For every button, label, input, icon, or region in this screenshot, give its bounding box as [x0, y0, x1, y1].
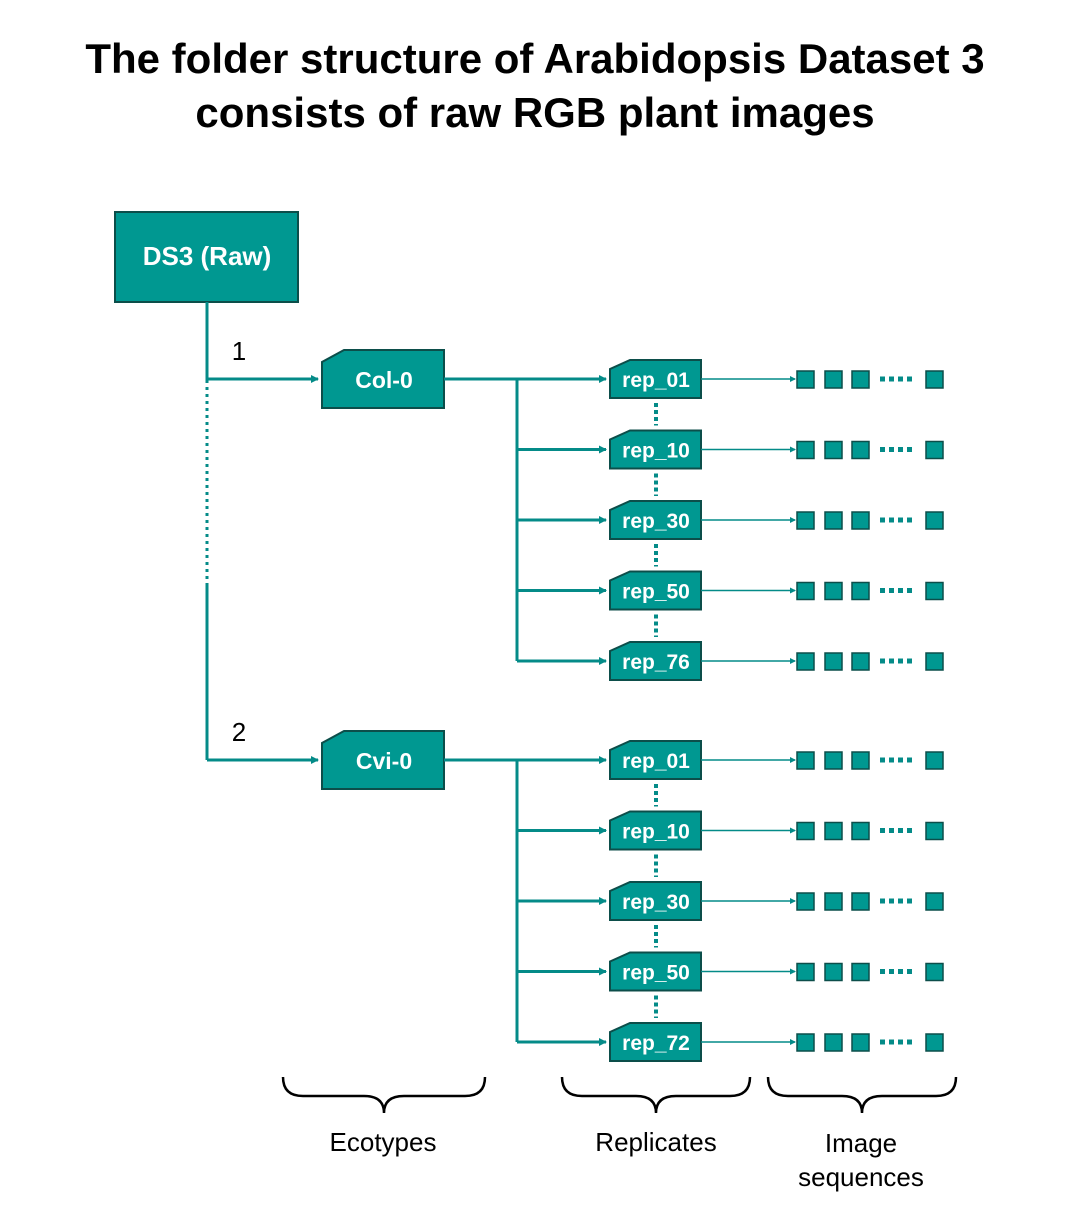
image-square [851, 962, 870, 982]
image-square [824, 892, 843, 911]
image-square [796, 892, 815, 911]
image-square [796, 751, 815, 770]
image-square [824, 1033, 843, 1052]
replicate-folder-box [609, 641, 702, 681]
image-square [796, 370, 815, 389]
image-square [824, 652, 843, 671]
page-title: The folder structure of Arabidopsis Data… [0, 32, 1070, 140]
ecotype-number: 2 [232, 717, 246, 747]
title-line-2: consists of raw RGB plant images [195, 89, 875, 136]
image-square [824, 581, 843, 601]
image-square [824, 821, 843, 841]
replicate-folder-label: rep_01 [622, 369, 690, 392]
replicate-folder-box [609, 500, 702, 540]
image-square [925, 821, 944, 841]
title-line-1: The folder structure of Arabidopsis Data… [85, 35, 985, 82]
image-square [796, 511, 815, 530]
image-square [851, 892, 870, 911]
image-square [851, 440, 870, 460]
replicates-brace [560, 1076, 752, 1114]
image-square [925, 751, 944, 770]
image-square [824, 370, 843, 389]
image-square [925, 652, 944, 671]
image-sequences-label-line2: sequences [798, 1162, 924, 1192]
replicate-folder-label: rep_30 [622, 891, 690, 914]
image-square [925, 962, 944, 982]
image-square [824, 511, 843, 530]
image-square [824, 751, 843, 770]
replicate-folder-box [609, 1022, 702, 1062]
replicate-folder-box [609, 740, 702, 780]
image-square [796, 1033, 815, 1052]
replicate-folder-label: rep_72 [622, 1032, 690, 1055]
image-square [925, 892, 944, 911]
image-square [851, 821, 870, 841]
image-square [824, 440, 843, 460]
replicate-folder-label: rep_50 [622, 962, 690, 985]
image-sequences-brace [766, 1076, 958, 1114]
image-square [851, 652, 870, 671]
replicate-folder-box [609, 429, 702, 470]
ecotype-folder-box [321, 349, 445, 409]
ecotype-folder-box [321, 730, 445, 790]
image-square [925, 1033, 944, 1052]
image-square [851, 751, 870, 770]
root-folder-label: DS3 (Raw) [143, 241, 272, 271]
image-square [925, 581, 944, 601]
ecotype-folder-label: Cvi-0 [356, 748, 412, 774]
replicate-folder-label: rep_10 [622, 440, 690, 463]
replicate-folder-box [609, 359, 702, 399]
replicate-folder-box [609, 951, 702, 992]
ecotype-folder-label: Col-0 [355, 367, 413, 393]
ecotypes-label: Ecotypes [330, 1127, 437, 1157]
image-square [796, 962, 815, 982]
image-square [851, 370, 870, 389]
image-square [796, 440, 815, 460]
image-square [796, 821, 815, 841]
image-square [851, 511, 870, 530]
replicate-folder-label: rep_30 [622, 510, 690, 533]
replicate-folder-box [609, 881, 702, 921]
replicate-folder-label: rep_50 [622, 581, 690, 604]
replicate-folder-label: rep_01 [622, 750, 690, 773]
image-square [851, 1033, 870, 1052]
image-square [851, 581, 870, 601]
replicate-folder-box [609, 810, 702, 851]
replicate-folder-label: rep_10 [622, 821, 690, 844]
image-square [796, 581, 815, 601]
replicates-label: Replicates [595, 1127, 716, 1157]
ecotype-number: 1 [232, 336, 246, 366]
image-square [925, 511, 944, 530]
replicate-folder-label: rep_76 [622, 651, 690, 674]
image-square [925, 440, 944, 460]
image-square [824, 962, 843, 982]
ecotypes-brace [281, 1076, 487, 1114]
replicate-folder-box [609, 570, 702, 611]
image-square [925, 370, 944, 389]
image-sequences-label-line1: Image [825, 1128, 897, 1158]
image-square [796, 652, 815, 671]
